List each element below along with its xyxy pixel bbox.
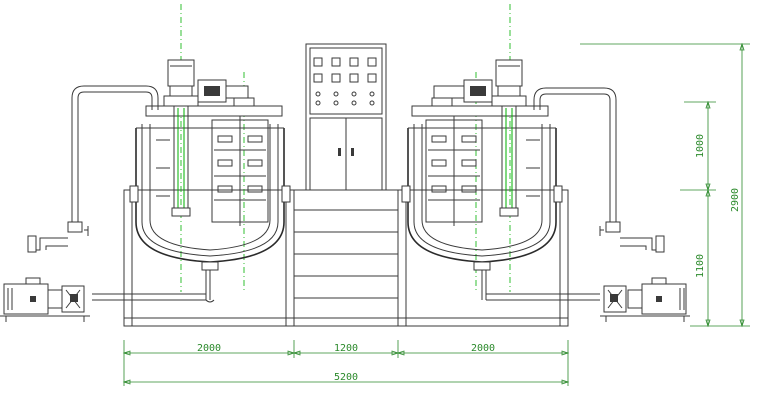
dim-right-section: 2000 xyxy=(471,343,495,354)
left-mixing-tank xyxy=(129,4,291,300)
dim-upper-height: 1000 xyxy=(695,134,706,158)
right-pump-motor xyxy=(600,277,690,322)
dim-overall-width: 5200 xyxy=(334,372,358,383)
dim-overall-height: 2900 xyxy=(730,188,741,212)
left-pipe xyxy=(27,85,215,303)
control-cabinet-icon xyxy=(305,43,387,191)
dim-left-section: 2000 xyxy=(197,343,221,354)
right-mixing-tank xyxy=(401,4,563,300)
left-pump-motor xyxy=(0,277,90,322)
dim-lower-height: 1100 xyxy=(695,254,706,278)
vertical-dimensions: 1000 1100 2900 xyxy=(580,42,750,328)
dim-middle-section: 1200 xyxy=(334,343,358,354)
horizontal-dimensions: 2000 1200 2000 5200 xyxy=(122,340,570,386)
platform-stairs xyxy=(293,189,399,327)
right-pipe xyxy=(486,87,665,301)
pump-icon xyxy=(61,285,85,313)
